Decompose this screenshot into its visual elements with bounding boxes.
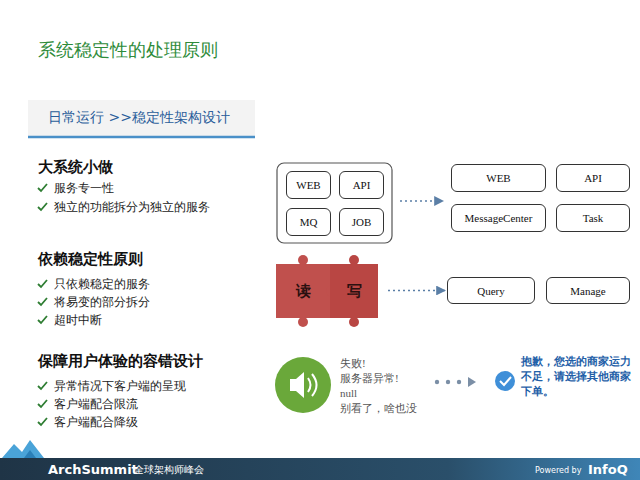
footer-bar <box>0 458 640 480</box>
service-box: Task <box>556 204 630 232</box>
bullet-text: 将易变的部分拆分 <box>54 294 150 310</box>
friendly-message: 抱歉，您选的商家运力不足，请选择其他商家下单。 <box>521 354 633 399</box>
puzzle-label: 读 <box>296 282 311 301</box>
footer-logo-text: InfoQ <box>588 461 628 478</box>
puzzle-knob <box>349 255 359 265</box>
footer-brand: ArchSummit <box>48 461 138 478</box>
puzzle-knob <box>349 317 359 327</box>
service-box: Manage <box>546 277 630 304</box>
section-heading: 大系统小做 <box>38 158 113 177</box>
puzzle-knob <box>298 255 308 265</box>
service-box: WEB <box>451 164 546 192</box>
subheading-band <box>28 100 255 136</box>
service-box: API <box>339 171 384 199</box>
footer-brand-sub: 全球架构师峰会 <box>134 463 204 477</box>
error-text: null <box>340 386 357 401</box>
dots-arrow <box>435 377 476 387</box>
error-text: 服务器异常! <box>340 371 399 386</box>
puzzle-knob <box>352 262 356 265</box>
section-heading: 依赖稳定性原则 <box>38 250 143 269</box>
speaker-circle <box>275 357 331 413</box>
service-box: WEB <box>286 171 331 199</box>
mountain-logo <box>2 440 44 458</box>
slide-title: 系统稳定性的处理原则 <box>38 38 218 62</box>
dotted-arrow <box>388 290 445 291</box>
puzzle-knob <box>298 317 308 327</box>
footer-powered: Powered by <box>535 465 581 477</box>
puzzle-piece: 写 <box>330 264 378 318</box>
error-text: 别看了，啥也没 <box>340 401 417 416</box>
box-label: Query <box>477 285 505 297</box>
ok-check <box>500 377 511 385</box>
box-label: API <box>353 179 371 191</box>
puzzle-body <box>276 264 330 318</box>
bullet-text: 客户端配合降级 <box>54 414 138 430</box>
puzzle-knob <box>352 317 356 320</box>
box-label: Manage <box>570 285 605 297</box>
bullet-text: 客户端配合限流 <box>54 396 138 412</box>
box-label: WEB <box>486 172 510 184</box>
service-box: MessageCenter <box>451 204 546 232</box>
service-box: API <box>556 164 630 192</box>
section-heading: 保障用户体验的容错设计 <box>38 352 203 371</box>
speaker-icon <box>290 372 317 398</box>
ok-circle <box>495 371 515 391</box>
box-label: JOB <box>352 216 372 228</box>
error-text: 失败! <box>340 356 366 371</box>
puzzle-label: 写 <box>347 282 362 301</box>
split-arrow <box>400 200 443 201</box>
puzzle-knob <box>301 317 305 320</box>
bullet-text: 超时中断 <box>54 312 102 328</box>
box-label: Task <box>583 212 604 224</box>
service-box: MQ <box>286 208 331 236</box>
bullet-text: 异常情况下客户端的呈现 <box>54 378 186 394</box>
bullet-text: 独立的功能拆分为独立的服务 <box>54 199 210 215</box>
puzzle-knob <box>301 262 305 265</box>
box-label: MessageCenter <box>465 212 533 224</box>
puzzle-body <box>330 264 378 318</box>
bullet-text: 只依赖稳定的服务 <box>54 276 150 292</box>
box-label: MQ <box>300 216 318 228</box>
puzzle-piece: 读 <box>276 264 330 318</box>
subheading: 日常运行 >>稳定性架构设计 <box>48 108 230 126</box>
service-box: JOB <box>339 208 384 236</box>
box-label: WEB <box>296 179 320 191</box>
service-box: Query <box>447 277 535 304</box>
check-marks <box>38 184 47 425</box>
bullet-text: 服务专一性 <box>54 180 114 196</box>
service-group-outline <box>277 163 392 243</box>
subheading-rule <box>28 136 255 139</box>
box-label: API <box>584 172 602 184</box>
